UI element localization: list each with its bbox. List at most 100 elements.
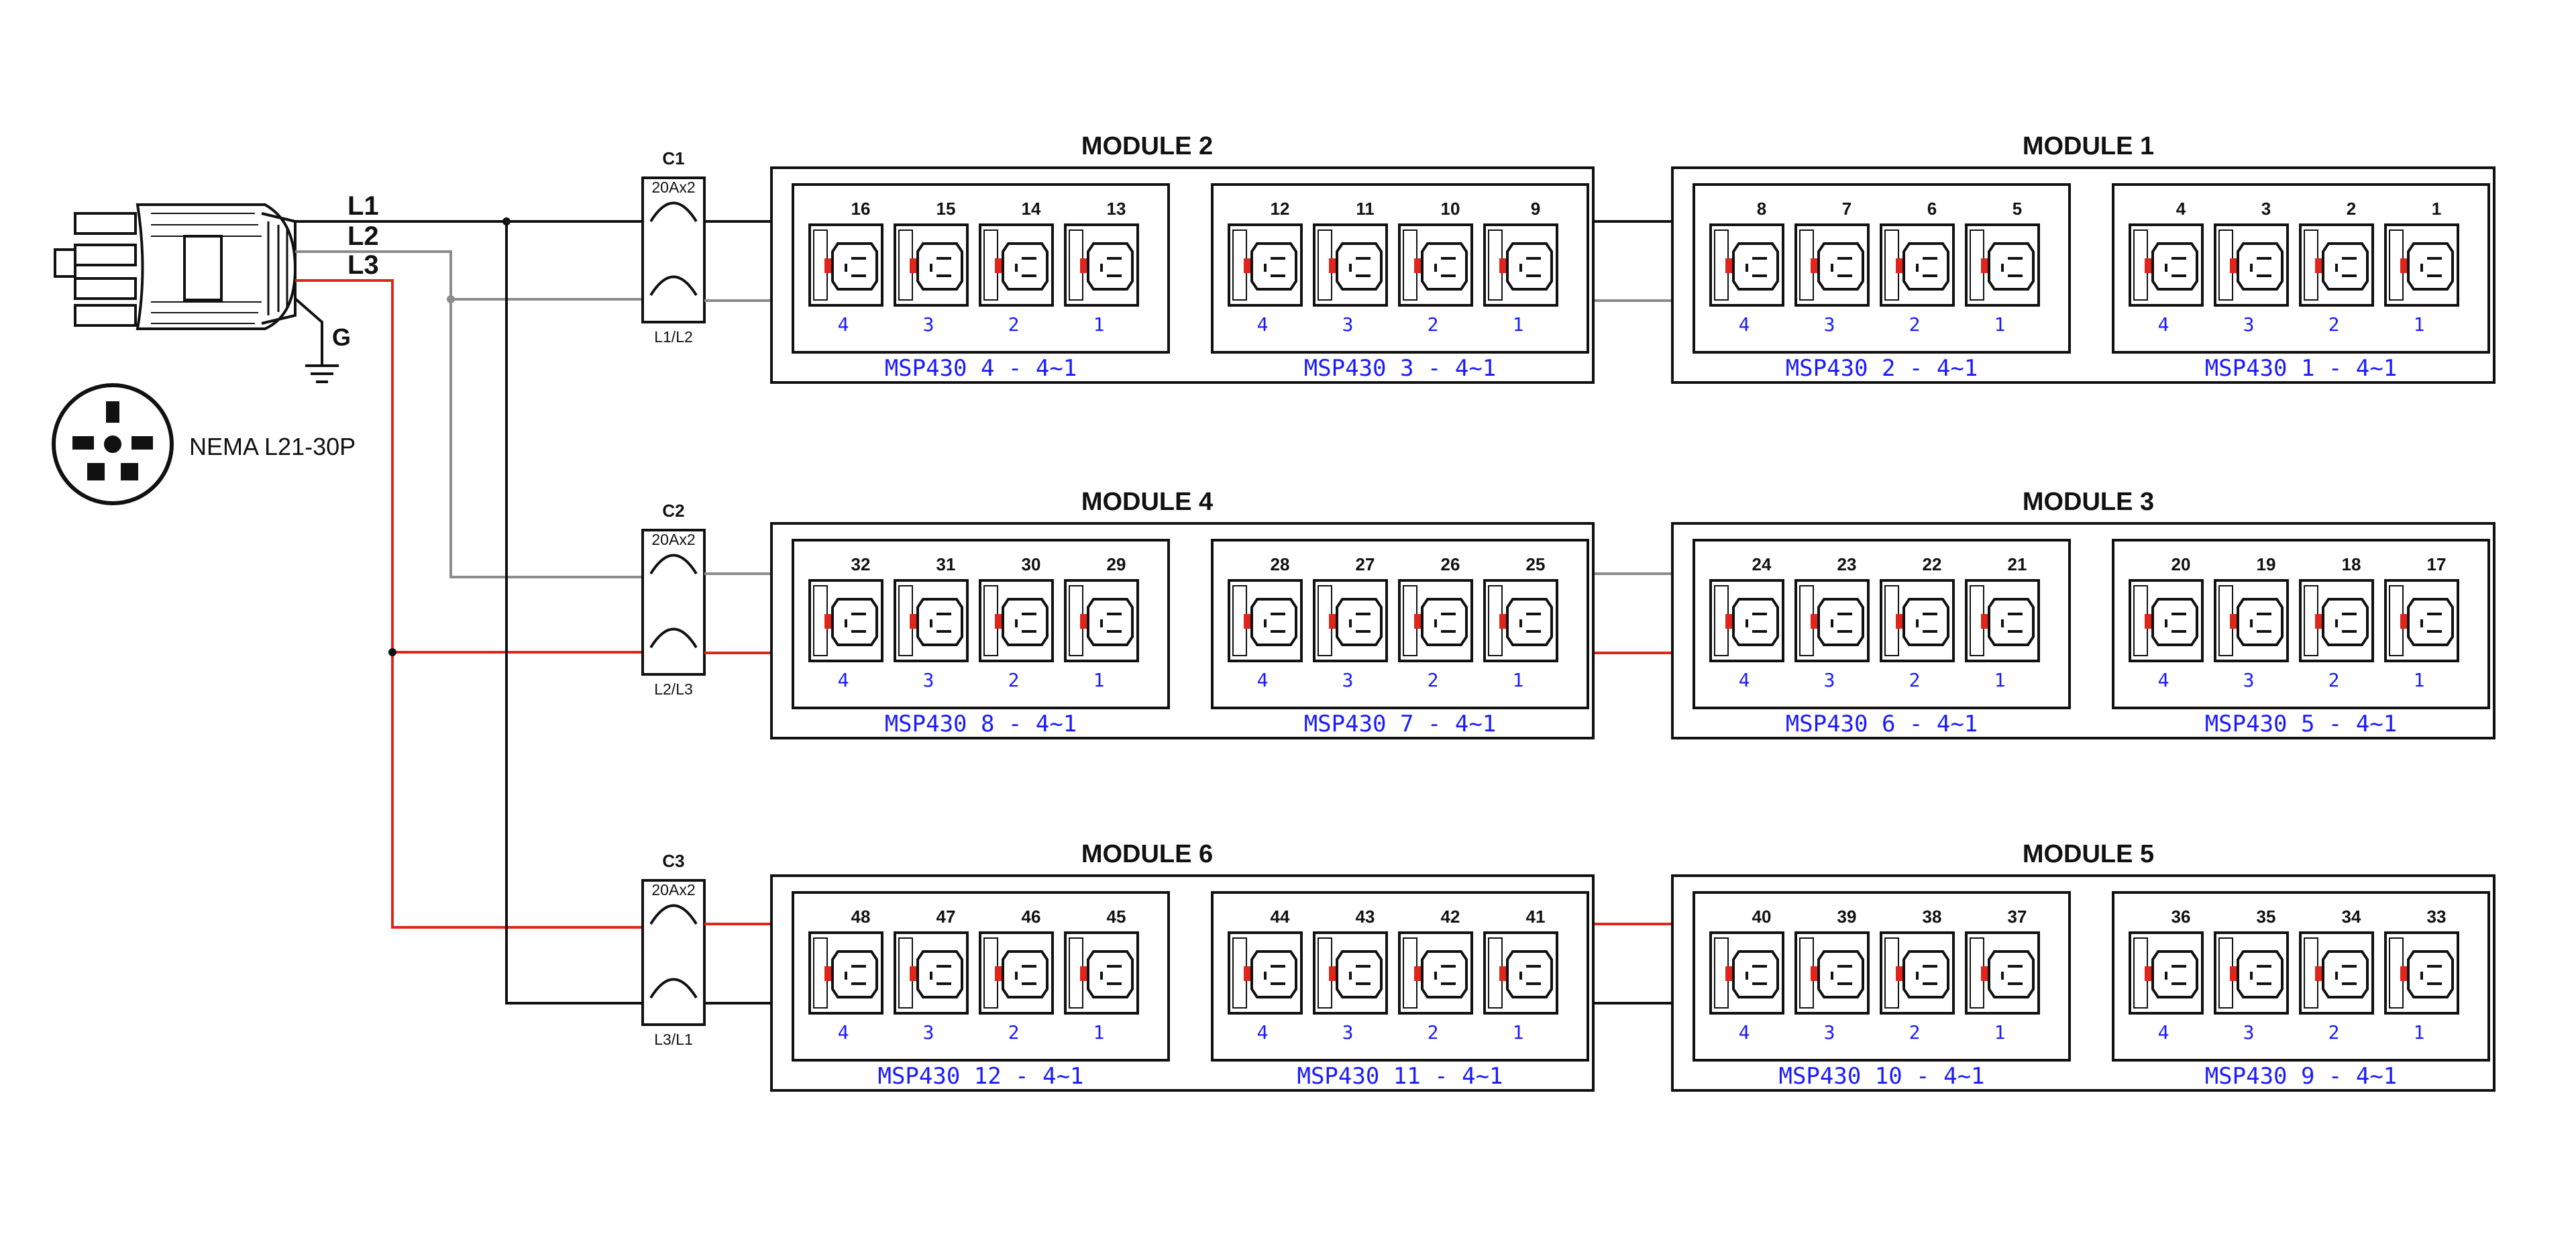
port-number: 3 [1342,669,1354,691]
c13-outlet-icon [2214,223,2289,307]
outlet-face [831,598,878,646]
outlet-pin [1837,613,1852,615]
outlet-pin [2171,274,2186,277]
unit-label: MSP430 11 - 4~1 [1297,1063,1503,1090]
outlet-pin [1752,965,1767,968]
outlet-face [831,950,878,998]
outlet-pin [1837,630,1852,633]
outlet-pin [1916,972,1919,980]
outlet-pin [2001,264,2004,272]
outlet-pin [1831,619,1833,627]
breaker-contact-top [649,201,698,223]
c13-outlet-icon [1064,223,1139,307]
outlet-pin [1746,972,1748,980]
outlet-pin [2342,257,2357,260]
port-number: 4 [838,669,849,691]
outlet-number: 13 [1107,199,1126,219]
outlet-pin [1271,982,1285,985]
c13-outlet-icon [2129,931,2204,1015]
module-title: MODULE 3 [2023,488,2154,516]
port-number: 4 [2158,313,2169,336]
outlet-face [831,242,878,291]
module-title: MODULE 4 [1081,488,1213,516]
port-number: 2 [1909,1021,1921,1043]
c13-outlet-icon [2214,579,2289,662]
ground-label: G [332,323,351,351]
unit-label: MSP430 2 - 4~1 [1786,355,1978,382]
outlet-pin [2008,257,2023,260]
outlet-number: 22 [1923,554,1942,574]
outlet-number: 21 [2008,554,2027,574]
c13-outlet-icon [979,931,1054,1015]
outlet-pin [1107,274,1122,277]
c13-outlet-icon [1880,579,1955,662]
outlet-pin [936,982,951,985]
outlet-pin [1752,613,1767,615]
outlet-pin [1271,613,1285,615]
outlet-number: 2 [2347,199,2356,219]
outlet-face [1506,950,1553,998]
c13-outlet-icon [1965,579,2040,662]
breaker-box [641,176,706,323]
port-number: 4 [1739,313,1750,336]
outlet-pin [1923,982,1937,985]
outlet-number: 46 [1022,907,1041,927]
outlet-number: 32 [851,554,871,574]
outlet-pin [2342,982,2357,985]
outlet-number: 10 [1441,199,1460,219]
breaker-contact-top [649,554,698,575]
unit-label: MSP430 8 - 4~1 [885,711,1077,737]
unit-label: MSP430 10 - 4~1 [1778,1063,1984,1090]
port-number: 3 [923,669,934,691]
port-number: 3 [2243,1021,2255,1043]
plug-icon [54,203,297,330]
breaker-contact-bottom [649,627,698,649]
outlet-pin [1831,972,1833,980]
outlet-pin [2250,972,2253,980]
unit-label: MSP430 6 - 4~1 [1786,711,1978,737]
outlet-pin [936,630,951,633]
outlet-face [2322,950,2369,998]
nema-label: NEMA L21-30P [189,433,356,460]
outlet-number: 9 [1531,199,1540,219]
outlet-face [1250,598,1297,646]
outlet-pin [851,274,866,277]
outlet-number: 18 [2342,554,2361,574]
c13-outlet-icon [1794,931,1870,1015]
port-number: 2 [2328,313,2340,336]
breaker-rating: 20Ax2 [651,531,695,548]
outlet-number: 31 [936,554,956,574]
outlet-number: 3 [2261,199,2271,219]
outlet-pin [2250,264,2253,272]
outlet-face [1250,950,1297,998]
breaker-rating: 20Ax2 [651,881,695,898]
line-label-l3: L3 [347,250,379,280]
outlet-pin [1022,613,1036,615]
outlet-pin [1356,613,1371,615]
port-number: 1 [1513,1021,1524,1043]
outlet-face [916,950,963,998]
c13-outlet-icon [1965,223,2040,307]
outlet-face [1421,242,1468,291]
outlet-face [916,598,963,646]
outlet-pin [851,982,866,985]
outlet-number: 6 [1927,199,1937,219]
outlet-pin [1356,965,1371,968]
outlet-pin [1923,274,1937,277]
outlet-face [2151,950,2198,998]
outlet-pin [2257,257,2271,260]
outlet-pin [1349,619,1352,627]
outlet-number: 14 [1022,199,1041,219]
outlet-number: 17 [2427,554,2447,574]
outlet-face [1421,598,1468,646]
breaker-name: C3 [662,851,684,871]
port-number: 4 [2158,1021,2169,1043]
outlet-number: 43 [1356,907,1375,927]
port-number: 1 [2414,1021,2425,1043]
unit-label: MSP430 1 - 4~1 [2205,355,2398,382]
port-number: 3 [1824,313,1835,336]
outlet-pin [1526,965,1541,968]
port-number: 4 [838,1021,849,1043]
